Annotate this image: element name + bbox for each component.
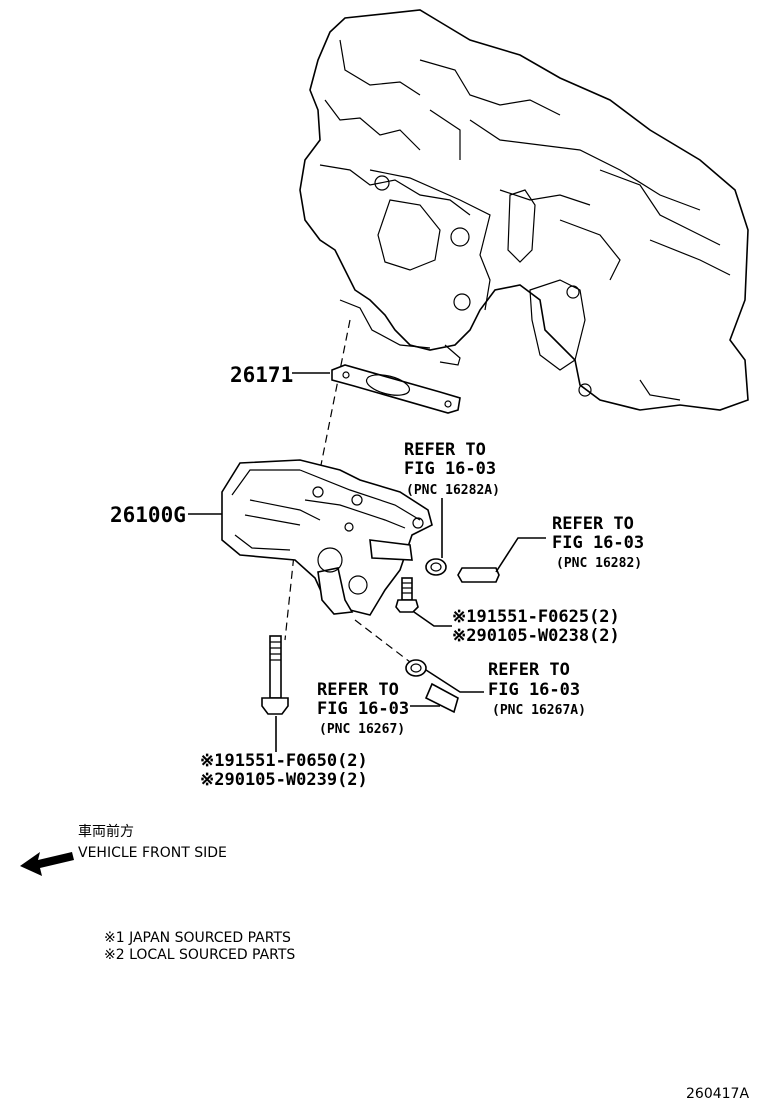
vehicle-front-indicator: 車両前方 VEHICLE FRONT SIDE — [20, 823, 227, 876]
ref-callout-3-line1: REFER TO — [488, 660, 570, 680]
bolt-upper-line1: ※191551-F0625(2) — [452, 607, 620, 627]
ref-callout-2-pnc: (PNC 16282) — [556, 556, 642, 571]
direction-label-en: VEHICLE FRONT SIDE — [78, 845, 227, 861]
ref-callout-4-pnc: (PNC 16267) — [319, 722, 405, 737]
ref-callout-3: REFER TO FIG 16-03 (PNC 16267A) — [488, 660, 586, 718]
front-arrow-icon — [20, 852, 74, 876]
ref-callout-2-line1: REFER TO — [552, 514, 634, 534]
ref-callout-3-pnc: (PNC 16267A) — [492, 703, 586, 718]
bolt-lower-line2: ※290105-W0239(2) — [200, 770, 368, 790]
hose-lower-drawing — [424, 682, 459, 714]
ref-callout-1-line1: REFER TO — [404, 440, 486, 460]
clamp-lower-drawing — [405, 659, 427, 677]
ref-callout-4: REFER TO FIG 16-03 (PNC 16267) — [317, 680, 409, 737]
ref-callout-1: REFER TO FIG 16-03 (PNC 16282A) — [404, 440, 500, 498]
note-japan-sourced: ※1 JAPAN SOURCED PARTS — [104, 930, 291, 946]
egr-valve-part-number: 26100G — [110, 503, 186, 527]
note-local-sourced: ※2 LOCAL SOURCED PARTS — [104, 947, 295, 963]
ref-callout-3-line2: FIG 16-03 — [488, 680, 580, 700]
figure-id: 260417A — [686, 1086, 749, 1102]
ref-callout-2: REFER TO FIG 16-03 (PNC 16282) — [552, 514, 644, 571]
ref-callout-1-pnc: (PNC 16282A) — [406, 483, 500, 498]
assembly-guide-line-3 — [354, 619, 411, 663]
bolt-upper-line2: ※290105-W0238(2) — [452, 626, 620, 646]
leader-ref-2 — [495, 537, 546, 573]
direction-label-jp: 車両前方 — [78, 823, 134, 840]
bolt-upper-drawing — [395, 577, 419, 613]
gasket-drawing — [331, 364, 461, 414]
assembly-guide-line-1 — [319, 319, 351, 471]
ref-callout-1-line2: FIG 16-03 — [404, 459, 496, 479]
bolt-lower-drawing — [261, 635, 289, 715]
clamp-upper-drawing — [425, 558, 447, 576]
leader-bolt-upper — [413, 611, 452, 627]
bolt-lower-callout: ※191551-F0650(2) ※290105-W0239(2) — [200, 751, 368, 790]
leader-ref-3 — [425, 669, 484, 693]
ref-callout-4-line1: REFER TO — [317, 680, 399, 700]
sourcing-notes: ※1 JAPAN SOURCED PARTS ※2 LOCAL SOURCED … — [104, 930, 295, 963]
ref-callout-4-line2: FIG 16-03 — [317, 699, 409, 719]
hose-upper-drawing — [457, 567, 500, 583]
bolt-upper-callout: ※191551-F0625(2) ※290105-W0238(2) — [452, 607, 620, 646]
egr-valve-drawing — [221, 459, 433, 616]
assembly-guide-line-2 — [284, 544, 296, 641]
gasket-part-number: 26171 — [230, 363, 293, 387]
ref-callout-2-line2: FIG 16-03 — [552, 533, 644, 553]
bolt-lower-line1: ※191551-F0650(2) — [200, 751, 368, 771]
engine-block-drawing — [299, 9, 749, 411]
